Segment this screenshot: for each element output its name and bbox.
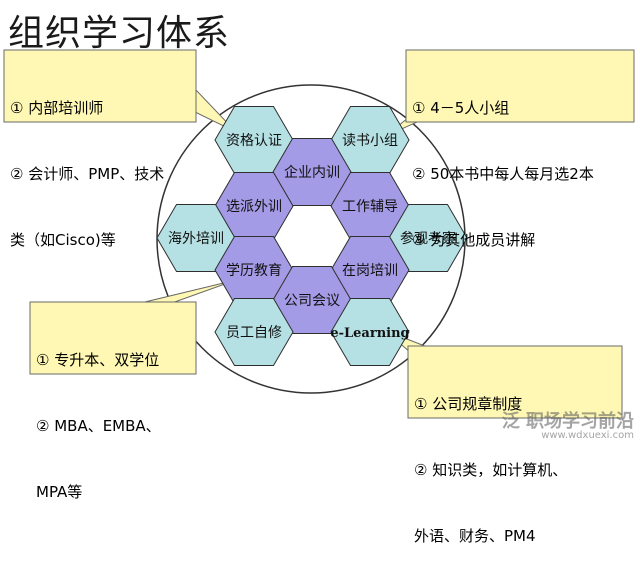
hex-label: 参观考察 xyxy=(400,230,456,247)
callout-bottom-left xyxy=(29,279,237,375)
watermark-text: 泛 职场学习前沿 xyxy=(501,411,634,432)
hex-canguan: 参观考察 xyxy=(388,204,468,272)
hex-label: 员工自修 xyxy=(226,325,282,341)
hex-shape xyxy=(330,298,410,366)
hex-shape xyxy=(214,298,294,366)
hex-label: 选派外训 xyxy=(226,199,282,215)
hex-elearning: e-Learning xyxy=(330,298,410,366)
hex-label: 在岗培训 xyxy=(342,263,398,279)
hex-gongsi: 公司会议 xyxy=(272,266,352,334)
hex-label: e-Learning xyxy=(330,326,409,341)
callout-line: ③ 为其他成员讲解 xyxy=(412,231,536,249)
hex-yuangong: 员工自修 xyxy=(214,298,294,366)
callout-line: ① 内部培训师 xyxy=(10,99,104,117)
callout-line: ① 专升本、双学位 xyxy=(36,351,160,369)
callout-line: MPA等 xyxy=(36,483,83,501)
hex-xuanpai: 选派外训 xyxy=(214,172,294,240)
hex-label: 公司会议 xyxy=(284,293,340,309)
hex-label: 学历教育 xyxy=(226,263,282,279)
hex-label: 资格认证 xyxy=(226,133,282,149)
callout-top-left xyxy=(3,49,237,133)
page-title: 组织学习体系 xyxy=(8,13,231,54)
callout-line: ② 50本书中每人每月选2本 xyxy=(412,165,594,183)
watermark: 泛 职场学习前沿 www.wdxuexi.com xyxy=(502,407,634,441)
callout-top-right-text: ① 4－5人小组 ② 50本书中每人每月选2本 ③ 为其他成员讲解 xyxy=(412,53,594,273)
hex-label: 工作辅导 xyxy=(342,199,398,215)
callout-line: 外语、财务、PM4 xyxy=(414,527,536,545)
callout-line: ② 知识类，如计算机、 xyxy=(414,461,568,479)
callout-bottom-left-text: ① 专升本、双学位 ② MBA、EMBA、 MPA等 xyxy=(36,305,161,525)
hex-qiye: 企业内训 xyxy=(272,138,352,206)
callout-line: ② MBA、EMBA、 xyxy=(36,417,161,435)
callout-bottom-right-text: ① 公司规章制度 ② 知识类，如计算机、 外语、财务、PM4 xyxy=(414,349,567,569)
hex-label: 海外培训 xyxy=(168,231,224,247)
callout-line: ② 会计师、PMP、技术 xyxy=(10,165,165,183)
watermark-url: www.wdxuexi.com xyxy=(541,430,634,441)
hex-dushu: 读书小组 xyxy=(330,106,410,174)
callout-line: 类（如Cisco)等 xyxy=(10,231,116,249)
hex-label: 企业内训 xyxy=(284,164,340,181)
hex-zaigang: 在岗培训 xyxy=(330,236,410,304)
callout-top-left-text: ① 内部培训师 ② 会计师、PMP、技术 类（如Cisco)等 xyxy=(10,53,164,273)
callout-bottom-right xyxy=(383,329,623,419)
callout-line: ① 4－5人小组 xyxy=(412,99,510,117)
callout-line: ① 公司规章制度 xyxy=(414,395,523,413)
hex-label: 读书小组 xyxy=(342,132,398,149)
